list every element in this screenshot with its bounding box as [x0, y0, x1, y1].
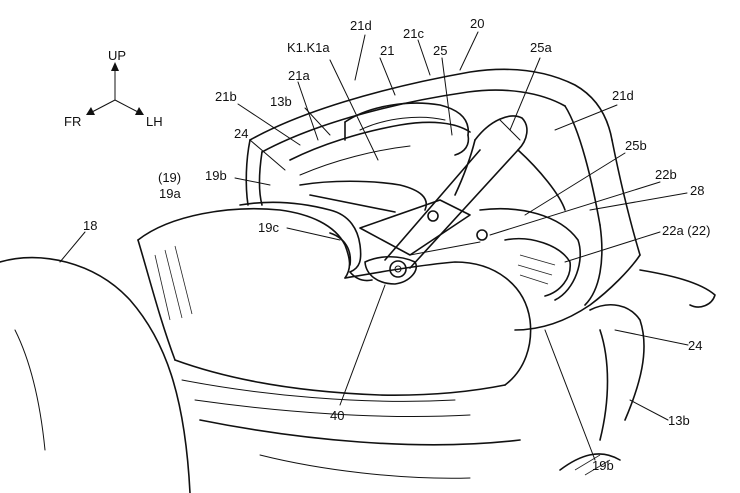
- rider-seat-18: [0, 256, 191, 493]
- leader-lines: [59, 31, 689, 461]
- label-24-right: 24: [688, 338, 702, 353]
- label-25: 25: [433, 43, 447, 58]
- label-25a: 25a: [530, 40, 552, 55]
- label-28: 28: [690, 183, 704, 198]
- part-labels: 20 21 21c 21d K1.K1a 25 25a 21d 25b 22b …: [83, 16, 710, 473]
- front-label: FR: [64, 114, 81, 129]
- label-22b: 22b: [655, 167, 677, 182]
- seat-edge-19b-19c: [239, 201, 373, 282]
- label-19b-bottom: 19b: [592, 458, 614, 473]
- rear-cowl-19: [137, 207, 532, 479]
- label-19-paren: (19): [158, 170, 181, 185]
- direction-indicator: UP FR LH: [64, 48, 163, 129]
- label-19b-left: 19b: [205, 168, 227, 183]
- label-21d-right: 21d: [612, 88, 634, 103]
- label-21: 21: [380, 43, 394, 58]
- label-13b-top: 13b: [270, 94, 292, 109]
- support-strut-25: [384, 115, 566, 269]
- label-24-left: 24: [234, 126, 248, 141]
- label-22a: 22a (22): [662, 223, 710, 238]
- mounting-plate: [359, 199, 488, 285]
- up-label: UP: [108, 48, 126, 63]
- label-19c: 19c: [258, 220, 279, 235]
- left-label: LH: [146, 114, 163, 129]
- label-20: 20: [470, 16, 484, 31]
- label-40: 40: [330, 408, 344, 423]
- label-13b-bottom: 13b: [668, 413, 690, 428]
- label-18: 18: [83, 218, 97, 233]
- label-21c: 21c: [403, 26, 424, 41]
- grab-rail-20: [245, 68, 716, 476]
- label-25b: 25b: [625, 138, 647, 153]
- label-21a: 21a: [288, 68, 310, 83]
- label-19a: 19a: [159, 186, 181, 201]
- label-21d-top: 21d: [350, 18, 372, 33]
- label-21b: 21b: [215, 89, 237, 104]
- label-k1: K1.K1a: [287, 40, 330, 55]
